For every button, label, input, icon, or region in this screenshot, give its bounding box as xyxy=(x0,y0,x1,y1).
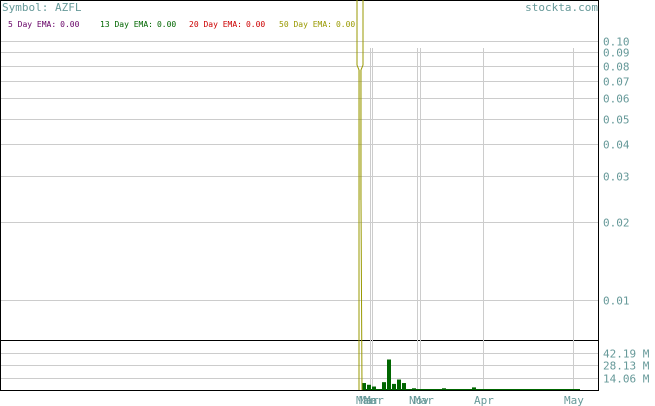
volume-bar xyxy=(387,359,391,390)
volume-bar xyxy=(472,387,476,390)
x-tick-label: Mar xyxy=(359,394,379,406)
volume-bar xyxy=(402,383,406,390)
volume-panel-frame xyxy=(0,340,599,391)
volume-tick-label: 42.19 M xyxy=(603,348,650,361)
volume-tick-label: 28.13 M xyxy=(603,360,650,373)
ema-50-label: 50 Day EMA:0.00 xyxy=(279,20,355,29)
volume-bar xyxy=(397,379,401,390)
price-tick-label: 0.03 xyxy=(603,171,630,184)
volume-bars xyxy=(362,359,580,390)
price-panel-frame xyxy=(0,0,599,341)
volume-tick-label: 14.06 M xyxy=(603,373,650,386)
volume-bar xyxy=(362,383,366,390)
price-tick-label: 0.05 xyxy=(603,114,630,127)
watermark: stockta.com xyxy=(525,1,598,14)
ema-5-label: 5 Day EMA:0.00 xyxy=(8,20,80,29)
x-tick-label: May xyxy=(564,394,584,406)
price-line xyxy=(356,0,364,391)
price-gridlines xyxy=(1,41,598,301)
volume-tick-labels: 42.19 M28.13 M14.06 M xyxy=(603,348,650,386)
volume-bar xyxy=(367,384,371,390)
ema-13-label: 13 Day EMA:0.00 xyxy=(100,20,176,29)
price-series-line xyxy=(360,0,364,391)
price-tick-label: 0.08 xyxy=(603,61,630,74)
x-tick-label: Apr xyxy=(474,394,494,406)
price-series-line xyxy=(356,0,360,390)
price-tick-label: 0.01 xyxy=(603,295,630,308)
symbol-label: Symbol: AZFL xyxy=(2,1,82,14)
x-tick-label: Mar xyxy=(414,394,434,406)
x-tick-label: Mar xyxy=(364,394,384,406)
x-tick-label: Mar xyxy=(356,394,376,406)
price-tick-label: 0.07 xyxy=(603,76,630,89)
price-tick-label: 0.10 xyxy=(603,36,630,49)
ema-20-label: 20 Day EMA:0.00 xyxy=(189,20,265,29)
vertical-gridlines xyxy=(370,48,574,390)
price-series-body xyxy=(359,70,361,200)
price-tick-label: 0.04 xyxy=(603,139,630,152)
x-tick-label: Nov xyxy=(409,394,429,406)
volume-bar xyxy=(392,383,396,390)
price-tick-label: 0.09 xyxy=(603,47,630,60)
price-tick-labels: 0.100.090.08 0.07 0.06 0.05 0.04 0.03 0.02 0.01 xyxy=(603,36,630,308)
price-tick-label: 0.02 xyxy=(603,217,630,230)
volume-bar xyxy=(372,386,376,390)
price-tick-label: 0.06 xyxy=(603,93,630,106)
volume-gridlines xyxy=(1,353,598,379)
volume-bar xyxy=(382,382,386,390)
